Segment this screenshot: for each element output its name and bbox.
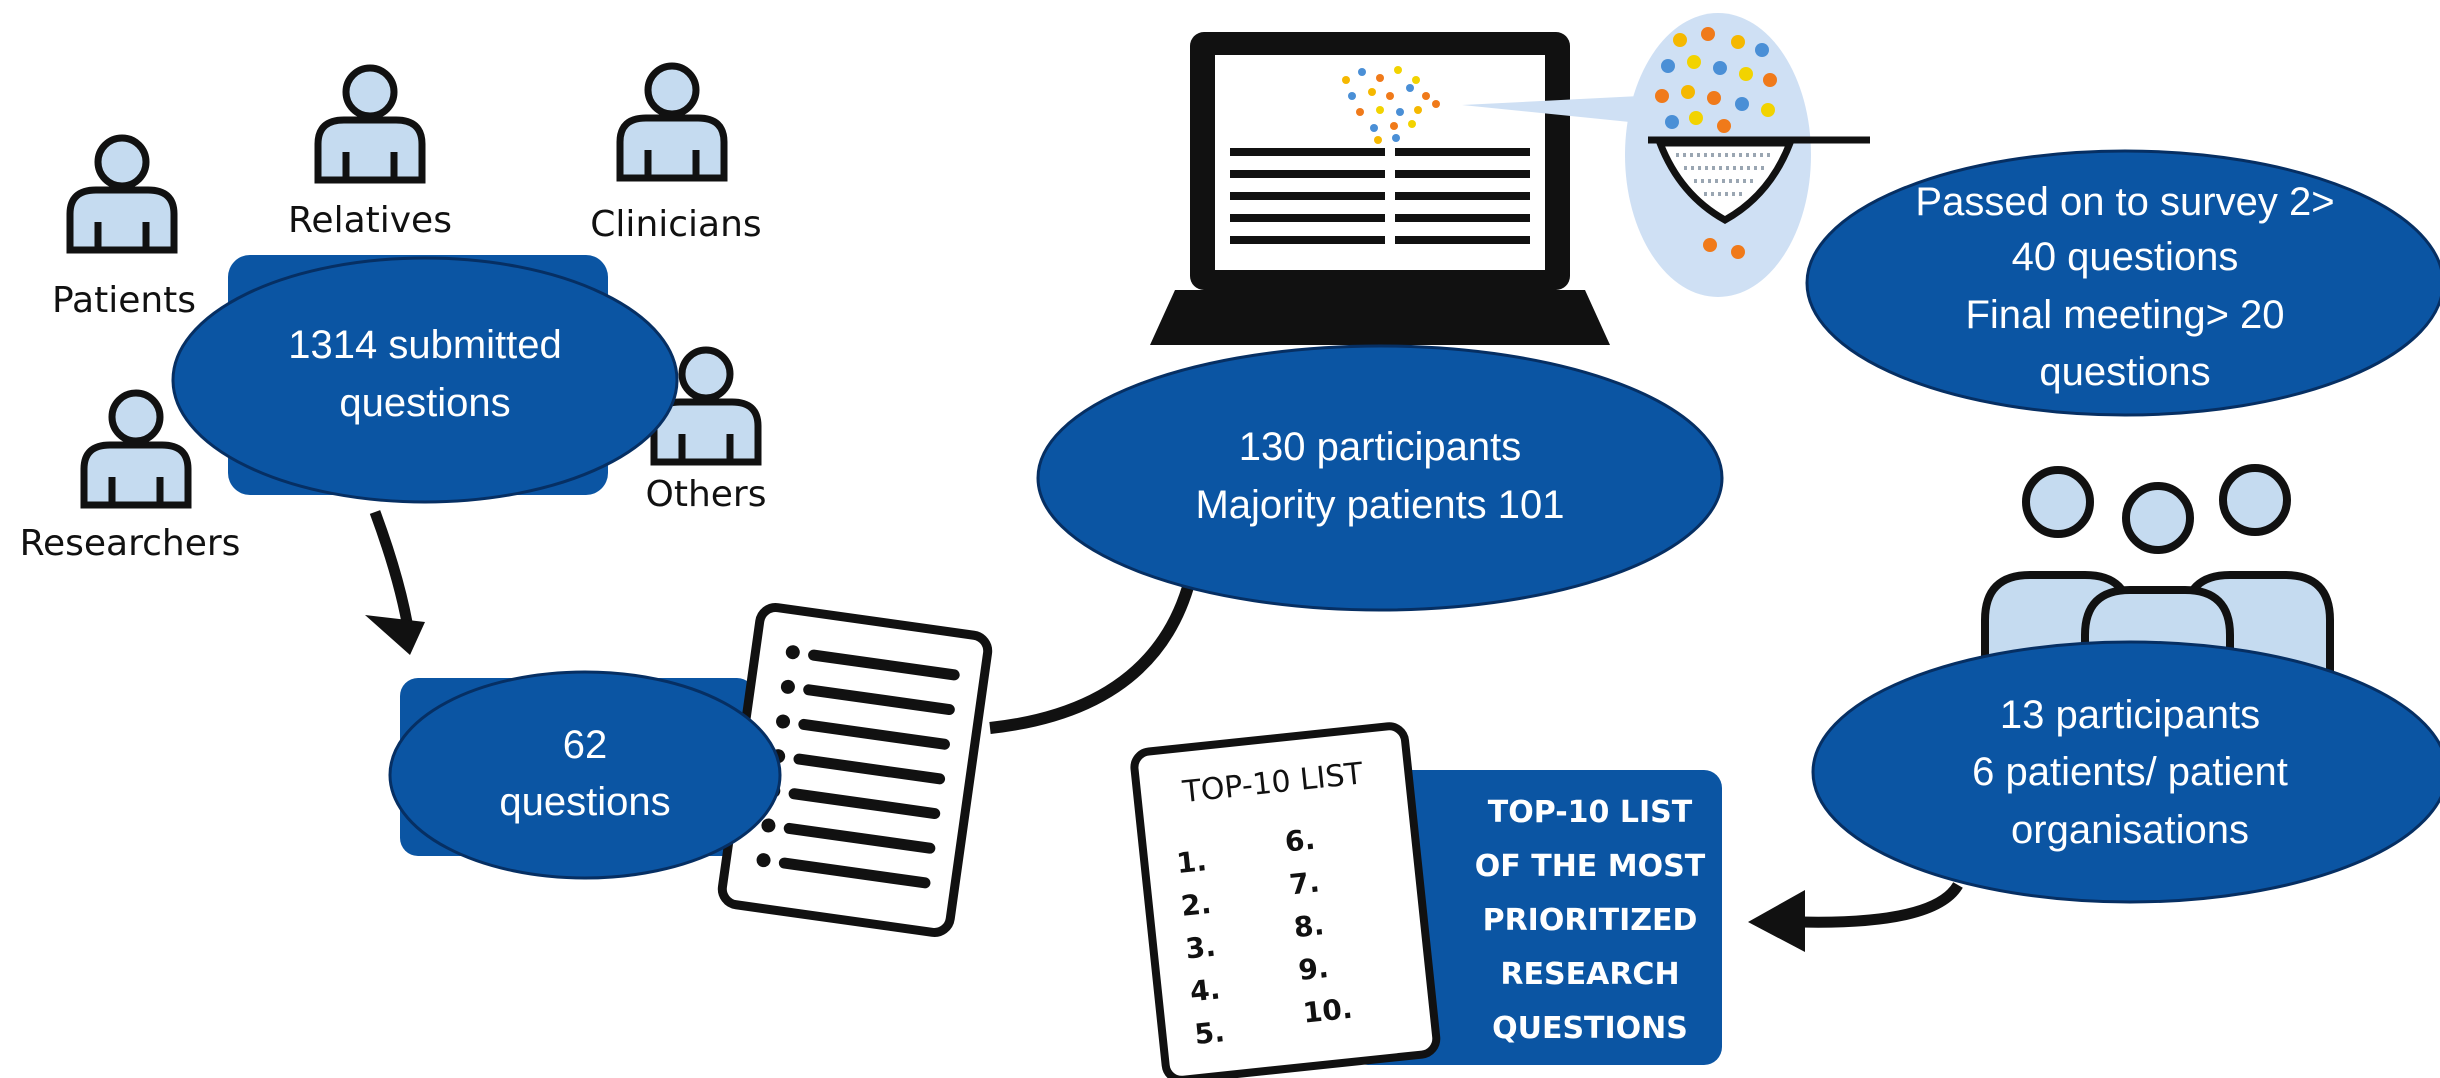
- patients-person-icon: [70, 138, 174, 250]
- top10-card-item: 1.: [1175, 844, 1208, 880]
- submitted-questions-ellipse: [171, 256, 679, 504]
- top10-box: [1350, 770, 1722, 1065]
- researchers-label: Researchers: [20, 523, 241, 564]
- shortlist-line1: Passed on to survey 2>: [1915, 180, 2334, 224]
- longlist-line2: questions: [499, 780, 670, 824]
- submitted-questions-line1: 1314 submitted: [288, 323, 562, 367]
- meeting-participants-line3: organisations: [2011, 808, 2249, 852]
- relatives-person-icon: [318, 68, 422, 180]
- filter-bubble-icon: [1462, 13, 1870, 297]
- top10-card-item: 7.: [1288, 865, 1321, 901]
- top10-box-line5: QUESTIONS: [1492, 1011, 1688, 1046]
- top10-card: TOP-10 LIST 1. 2. 3. 4. 5. 6. 7. 8. 9. 1…: [1130, 722, 1441, 1078]
- top10-card-item: 3.: [1184, 930, 1217, 966]
- submitted-questions-line2: questions: [339, 381, 510, 425]
- relatives-label: Relatives: [288, 200, 452, 241]
- clinicians-person-icon: [620, 66, 724, 178]
- others-label: Others: [646, 474, 767, 515]
- top10-card-item: 4.: [1188, 972, 1221, 1008]
- longlist-ellipse: [388, 670, 782, 880]
- top10-card-item: 8.: [1292, 908, 1325, 944]
- survey-participants-line1: 130 participants: [1239, 425, 1521, 469]
- survey-participants-ellipse: [1036, 344, 1724, 612]
- clinicians-label: Clinicians: [590, 204, 761, 245]
- meeting-participants-ellipse: [1811, 640, 2440, 904]
- arrow-to-62-head: [365, 615, 425, 655]
- arrow-to-top10-curve: [1799, 881, 1963, 928]
- top10-card-item: 6.: [1283, 823, 1316, 859]
- top10-box-line1: TOP-10 LIST: [1488, 795, 1693, 830]
- longlist-line1: 62: [563, 723, 608, 767]
- top10-card-item: 9.: [1297, 951, 1330, 987]
- connector-to-survey: [989, 578, 1196, 734]
- laptop-icon: [1150, 32, 1610, 345]
- researchers-person-icon: [84, 393, 188, 505]
- shortlist-line3: Final meeting> 20: [1965, 293, 2284, 337]
- arrow-to-top10-head: [1748, 890, 1805, 952]
- shortlist-line2: 40 questions: [2012, 235, 2239, 279]
- patients-label: Patients: [52, 280, 196, 321]
- shortlist-line4: questions: [2039, 350, 2210, 394]
- top10-card-item: 5.: [1193, 1015, 1226, 1051]
- meeting-participants-line1: 13 participants: [2000, 693, 2260, 737]
- top10-card-item: 2.: [1179, 887, 1212, 923]
- top10-box-line2: OF THE MOST: [1475, 849, 1706, 884]
- meeting-participants-line2: 6 patients/ patient: [1972, 750, 2288, 794]
- survey-participants-line2: Majority patients 101: [1195, 483, 1564, 527]
- shortlist-ellipse: [1805, 149, 2440, 417]
- top10-box-line3: PRIORITIZED: [1483, 903, 1698, 938]
- top10-box-line4: RESEARCH: [1500, 957, 1679, 992]
- top10-card-item: 10.: [1301, 992, 1354, 1030]
